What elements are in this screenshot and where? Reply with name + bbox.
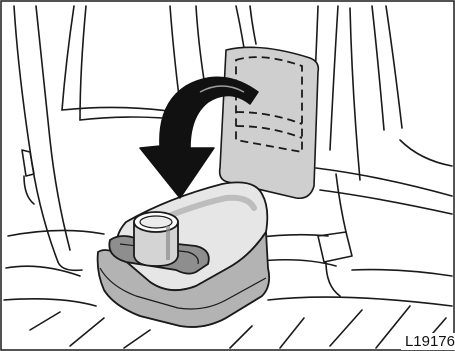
figure-label: L19176	[401, 333, 455, 350]
armrest-recess	[220, 47, 319, 198]
